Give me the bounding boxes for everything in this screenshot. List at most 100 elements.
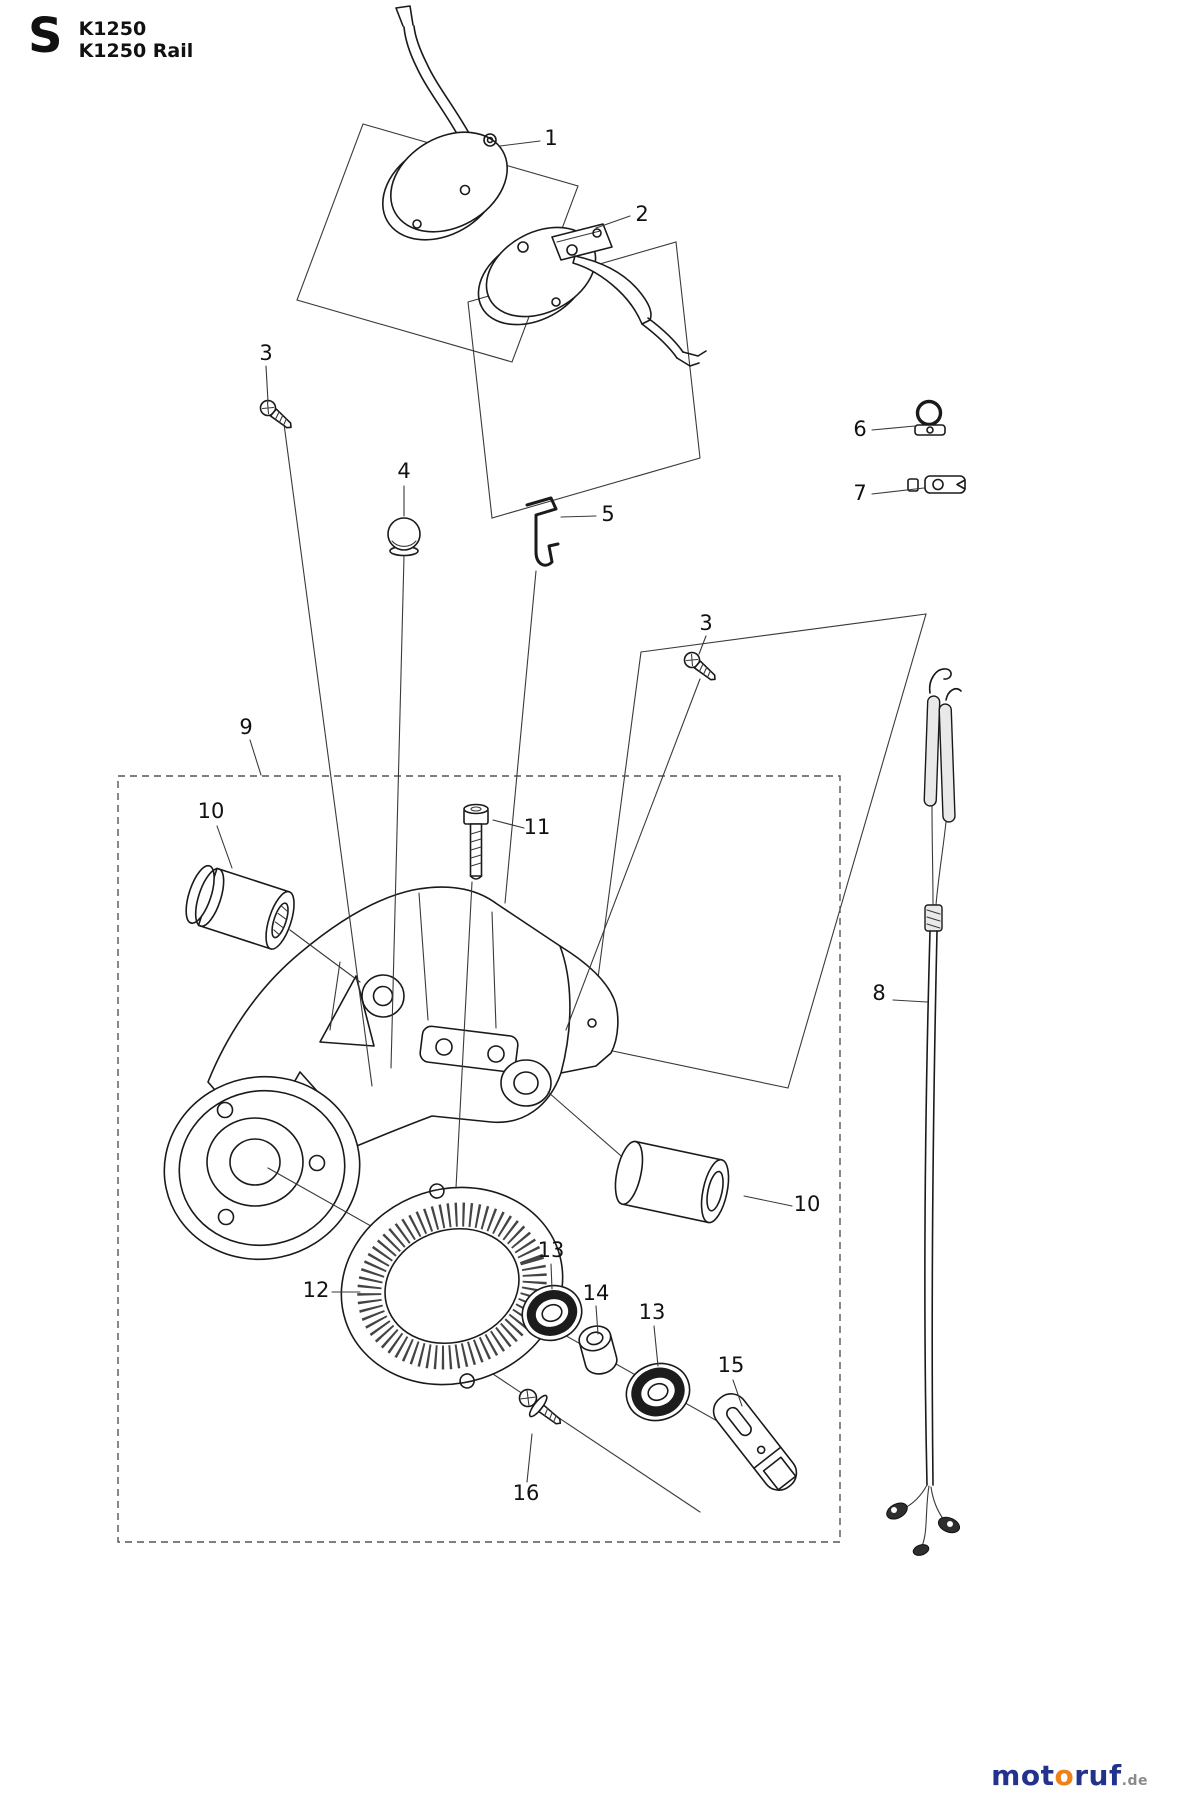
model-name: K1250 — [78, 18, 147, 40]
part-10-bushing-b — [614, 1140, 730, 1224]
cable-sleeve-2 — [938, 703, 956, 823]
callout-10b: 10 — [794, 1192, 821, 1216]
callout-14: 14 — [583, 1281, 610, 1305]
cable-terminal-2 — [937, 1516, 961, 1534]
group-box-9 — [117, 775, 841, 1543]
callout-5: 5 — [601, 502, 614, 526]
part2-hole-1 — [517, 241, 529, 253]
bushing-b-bore — [706, 1170, 724, 1212]
part1-plate — [389, 131, 509, 233]
cable-tails — [902, 1484, 945, 1547]
flange-hub — [206, 1117, 304, 1207]
callout-13b: 13 — [639, 1300, 666, 1324]
housing-pin-hole — [587, 1018, 597, 1028]
housing-end-contour — [559, 945, 571, 1074]
perspective-frames — [117, 123, 927, 1543]
line-bolt11-axis — [455, 881, 473, 1189]
callout-3a: 3 — [259, 341, 272, 365]
part-14-spacer — [578, 1325, 618, 1375]
housing-mount-pad — [419, 1025, 519, 1073]
callout-7: 7 — [853, 481, 866, 505]
part-7-terminal — [907, 475, 966, 494]
callout-6: 6 — [853, 417, 866, 441]
pad-hole-1 — [435, 1038, 453, 1056]
cable-ferrule — [924, 904, 943, 932]
part-11-bolt — [463, 803, 489, 880]
part2-hole-2 — [551, 297, 561, 307]
ring-hole-bottom — [459, 1373, 475, 1389]
brand-accent-letter: o — [1054, 1759, 1075, 1792]
part2-pivot — [566, 244, 578, 256]
housing-bore — [361, 974, 405, 1018]
part-13-bearing-a — [521, 1284, 583, 1342]
line-boss-to-bushing2 — [547, 1091, 629, 1163]
diagram-titles: K1250 K1250 Rail — [79, 14, 194, 63]
part-10-bushing-a — [185, 864, 295, 950]
part1-connector — [395, 5, 414, 27]
part-housing-assembly — [163, 886, 619, 1261]
part-4-plug — [387, 517, 421, 557]
brand-suffix: ruf — [1074, 1759, 1122, 1792]
brand-prefix: mot — [991, 1759, 1055, 1792]
part2-connector — [676, 350, 707, 367]
part-8-cable — [886, 668, 962, 1556]
callout-8: 8 — [872, 981, 885, 1005]
housing-web-1 — [319, 975, 375, 1047]
pad-hole-2 — [487, 1045, 505, 1063]
diagram-subtitle: K1250 Rail — [78, 39, 194, 62]
part1-hole-1 — [483, 133, 497, 147]
frame-right — [588, 613, 927, 1089]
shaft-square-end — [762, 1456, 797, 1491]
cable-top-curl — [928, 668, 952, 694]
callout-1: 1 — [544, 126, 557, 150]
part-1-cover-plate — [381, 5, 509, 241]
callout-11: 11 — [524, 815, 551, 839]
flange-hole-3 — [217, 1208, 235, 1226]
callout-9: 9 — [239, 715, 252, 739]
bushing-a-thread-bore — [271, 902, 289, 939]
part1-hole-2 — [459, 184, 471, 196]
housing-boss-bore — [513, 1071, 539, 1095]
flange-hole-2 — [308, 1154, 326, 1172]
callout-3b: 3 — [699, 611, 712, 635]
callout-2: 2 — [635, 202, 648, 226]
part-13-bearing-b — [625, 1362, 691, 1422]
ring-graduations — [357, 1202, 547, 1370]
part-3-screw-b — [683, 651, 716, 681]
part-2-switch-plate — [477, 223, 707, 367]
cable-sleeve-1 — [923, 695, 941, 807]
leader-lines — [216, 140, 928, 1483]
part-12-scale-ring — [340, 1183, 564, 1389]
callout-labels: 1 2 3 4 5 6 7 3 9 10 11 8 10 12 13 14 13… — [198, 126, 886, 1505]
part1-cable — [403, 26, 467, 151]
callout-13a: 13 — [538, 1238, 565, 1262]
callout-16: 16 — [513, 1481, 540, 1505]
brand-tld: .de — [1121, 1773, 1148, 1789]
line-bushing1-to-housing — [289, 929, 361, 983]
part-6-clamp — [914, 399, 946, 436]
part-15-shaft — [712, 1393, 798, 1491]
shaft-slot — [726, 1406, 752, 1437]
housing-flange — [163, 1075, 361, 1261]
callout-10a: 10 — [198, 799, 225, 823]
callout-4: 4 — [397, 459, 410, 483]
ring-hole-top — [429, 1183, 445, 1199]
frame-top-right — [467, 241, 701, 519]
flange-bore — [229, 1138, 281, 1186]
part-3-screw-a — [259, 399, 292, 429]
cable-terminal-3 — [912, 1544, 930, 1556]
part-16-screw — [518, 1388, 562, 1425]
part2-lever — [572, 255, 652, 325]
cable-run — [924, 930, 931, 1486]
line-screw3b-to-housing — [565, 678, 701, 1031]
line-plug4-to-housing — [390, 555, 405, 1069]
line-screw3-to-housing — [283, 423, 373, 1087]
section-letter: S — [28, 8, 63, 64]
housing-boss — [500, 1059, 552, 1107]
brand-watermark: motoruf.de — [991, 1762, 1148, 1790]
callout-15: 15 — [718, 1353, 745, 1377]
part-5-wire-clip — [525, 496, 560, 567]
cable-terminal-1 — [886, 1502, 908, 1520]
